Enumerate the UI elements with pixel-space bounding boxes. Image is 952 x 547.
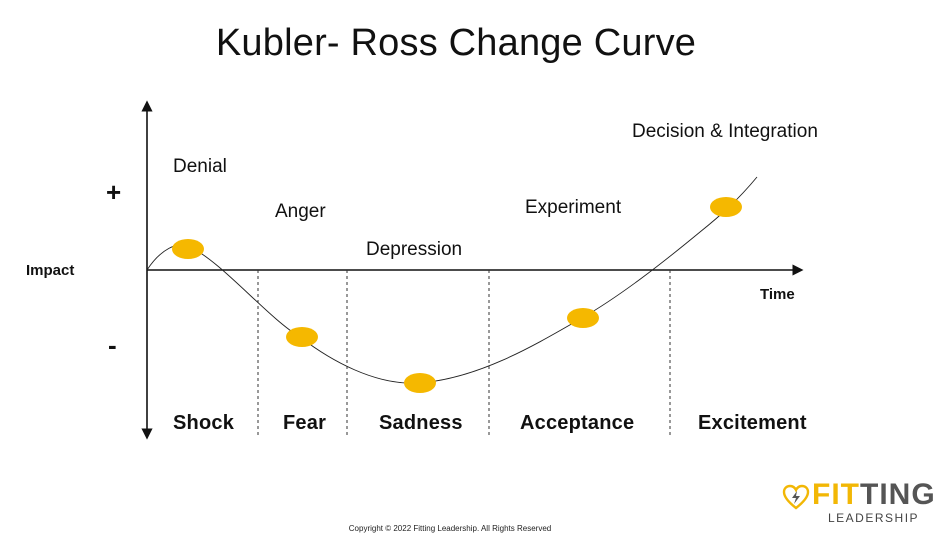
marker-depression xyxy=(404,373,436,393)
marker-anger xyxy=(286,327,318,347)
heart-bolt-icon xyxy=(782,484,810,510)
stage-label-experiment: Experiment xyxy=(525,197,622,218)
phase-label-excitement: Excitement xyxy=(698,412,807,434)
minus-sign: - xyxy=(108,330,117,360)
logo-subtitle: LEADERSHIP xyxy=(828,511,920,525)
phase-label-shock: Shock xyxy=(173,412,235,434)
x-axis-label: Time xyxy=(760,286,795,303)
fitting-leadership-logo: FITTING LEADERSHIP xyxy=(782,478,948,528)
marker-denial xyxy=(172,239,204,259)
logo-ting-text: TING xyxy=(860,478,936,511)
phase-label-sadness: Sadness xyxy=(379,412,463,434)
marker-experiment xyxy=(567,308,599,328)
marker-decision xyxy=(710,197,742,217)
logo-wordmark: FITTING xyxy=(812,478,936,512)
y-axis-label: Impact xyxy=(26,262,75,279)
change-curve xyxy=(146,176,758,384)
stage-label-anger: Anger xyxy=(275,201,326,222)
phase-label-fear: Fear xyxy=(283,412,327,434)
stage-label-decision: Decision & Integration xyxy=(632,121,818,142)
phase-label-acceptance: Acceptance xyxy=(520,412,635,434)
logo-fit-text: FIT xyxy=(812,478,860,511)
copyright-notice: Copyright © 2022 Fitting Leadership. All… xyxy=(348,524,552,533)
stage-label-denial: Denial xyxy=(173,156,227,177)
diagram-title: Kubler- Ross Change Curve xyxy=(215,22,697,64)
stage-label-depression: Depression xyxy=(366,239,463,260)
plus-sign: + xyxy=(106,177,122,207)
